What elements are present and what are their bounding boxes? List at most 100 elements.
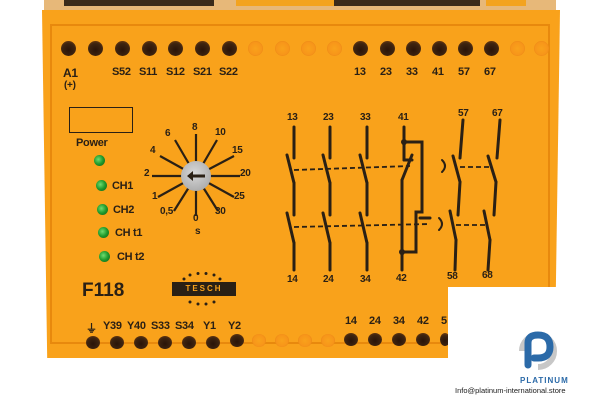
device-top-slot	[330, 0, 480, 6]
terminal-label-57: 57	[458, 66, 470, 78]
terminal-label-41: 41	[432, 66, 444, 78]
led-label-ch1: CH1	[112, 180, 134, 192]
dial-mark-10: 10	[215, 127, 226, 138]
terminal-label-y1: Y1	[203, 320, 216, 332]
terminal-label-a1-polarity: (+)	[64, 80, 76, 91]
tesch-brand-logo: TESCH	[172, 282, 236, 296]
terminal-label-s33: S33	[151, 320, 170, 332]
terminal-empty-hole	[275, 334, 289, 347]
terminal-label-s11: S11	[139, 66, 158, 78]
terminal-label-42: 42	[417, 315, 429, 327]
ch1-led-indicator	[96, 180, 107, 191]
power-led-indicator	[94, 155, 105, 166]
dial-mark-25: 25	[234, 191, 245, 202]
dial-mark-30: 30	[215, 206, 226, 217]
diagram-label-41: 41	[398, 112, 409, 123]
tesch-logo-dots	[182, 272, 222, 306]
terminal-label-14: 14	[345, 315, 357, 327]
cht1-led-indicator	[98, 227, 109, 238]
ground-symbol-icon: ⏚	[86, 323, 97, 335]
diagram-label-68: 68	[482, 270, 493, 281]
label-field-box	[69, 107, 133, 133]
dial-mark-2: 2	[144, 168, 150, 179]
dial-mark-0-5: 0,5	[160, 206, 174, 217]
time-setting-knob[interactable]	[181, 161, 211, 191]
terminal-screw-hole[interactable]	[458, 41, 473, 56]
led-label-cht2: CH t2	[117, 251, 145, 263]
device-top-slot	[64, 0, 214, 6]
terminal-screw-hole[interactable]	[168, 41, 183, 56]
ch2-led-indicator	[97, 204, 108, 215]
terminal-label-y2: Y2	[228, 320, 241, 332]
terminal-empty-hole	[321, 334, 335, 347]
terminal-empty-hole	[301, 41, 316, 56]
terminal-empty-hole	[298, 334, 312, 347]
terminal-screw-hole[interactable]	[182, 336, 196, 349]
terminal-screw-hole[interactable]	[110, 336, 124, 349]
terminal-label-y40: Y40	[127, 320, 146, 332]
dial-unit: s	[195, 226, 201, 237]
dial-mark-15: 15	[232, 145, 243, 156]
device-top-clip	[486, 0, 526, 6]
terminal-screw-hole[interactable]	[195, 41, 210, 56]
terminal-screw-hole[interactable]	[230, 334, 244, 347]
terminal-screw-hole[interactable]	[344, 333, 358, 346]
terminal-screw-hole[interactable]	[158, 336, 172, 349]
diagram-label-23: 23	[323, 112, 334, 123]
dial-mark-0: 0	[193, 213, 199, 224]
terminal-screw-hole[interactable]	[61, 41, 76, 56]
diagram-label-58: 58	[447, 271, 458, 282]
terminal-screw-hole[interactable]	[416, 333, 430, 346]
diagram-label-67: 67	[492, 108, 503, 119]
terminal-screw-hole[interactable]	[142, 41, 157, 56]
terminal-label-y39: Y39	[103, 320, 122, 332]
dial-mark-8: 8	[192, 122, 198, 133]
terminal-screw-hole[interactable]	[115, 41, 130, 56]
terminal-label-s21: S21	[193, 66, 212, 78]
power-label: Power	[76, 137, 108, 149]
terminal-screw-hole[interactable]	[484, 41, 499, 56]
terminal-empty-hole	[248, 41, 263, 56]
terminal-empty-hole	[327, 41, 342, 56]
terminal-label-s22: S22	[219, 66, 238, 78]
terminal-screw-hole[interactable]	[88, 41, 103, 56]
terminal-label-33: 33	[406, 66, 418, 78]
terminal-screw-hole[interactable]	[392, 333, 406, 346]
led-label-cht1: CH t1	[115, 227, 143, 239]
contact-wiring-diagram	[285, 118, 502, 272]
terminal-label-s34: S34	[175, 320, 194, 332]
terminal-screw-hole[interactable]	[380, 41, 395, 56]
diagram-label-14: 14	[287, 274, 298, 285]
terminal-screw-hole[interactable]	[368, 333, 382, 346]
diagram-label-24: 24	[323, 274, 334, 285]
terminal-screw-hole[interactable]	[440, 333, 450, 346]
terminal-screw-hole[interactable]	[134, 336, 148, 349]
terminal-label-34: 34	[393, 315, 405, 327]
terminal-screw-hole[interactable]	[353, 41, 368, 56]
terminal-empty-hole	[252, 334, 266, 347]
terminal-empty-hole	[510, 41, 525, 56]
terminal-screw-hole[interactable]	[86, 336, 100, 349]
diagram-label-33: 33	[360, 112, 371, 123]
terminal-screw-hole[interactable]	[406, 41, 421, 56]
dial-mark-1: 1	[152, 191, 158, 202]
terminal-label-s52: S52	[112, 66, 131, 78]
model-number: F118	[82, 280, 125, 301]
watermark-brand: PLATINUM	[520, 376, 569, 385]
led-label-ch2: CH2	[113, 204, 135, 216]
watermark-email: Info@platinum-international.store	[455, 386, 566, 395]
terminal-label-5x: 5	[441, 315, 447, 327]
dial-mark-4: 4	[150, 145, 156, 156]
terminal-screw-hole[interactable]	[222, 41, 237, 56]
terminal-label-a1: A1	[63, 66, 78, 80]
terminal-screw-hole[interactable]	[432, 41, 447, 56]
dial-mark-6: 6	[165, 128, 171, 139]
device-top-clip	[236, 0, 334, 6]
terminal-empty-hole	[275, 41, 290, 56]
diagram-label-13: 13	[287, 112, 298, 123]
terminal-label-67: 67	[484, 66, 496, 78]
platinum-logo-icon	[519, 331, 557, 370]
terminal-empty-hole	[534, 41, 549, 56]
diagram-label-34: 34	[360, 274, 371, 285]
terminal-screw-hole[interactable]	[206, 336, 220, 349]
